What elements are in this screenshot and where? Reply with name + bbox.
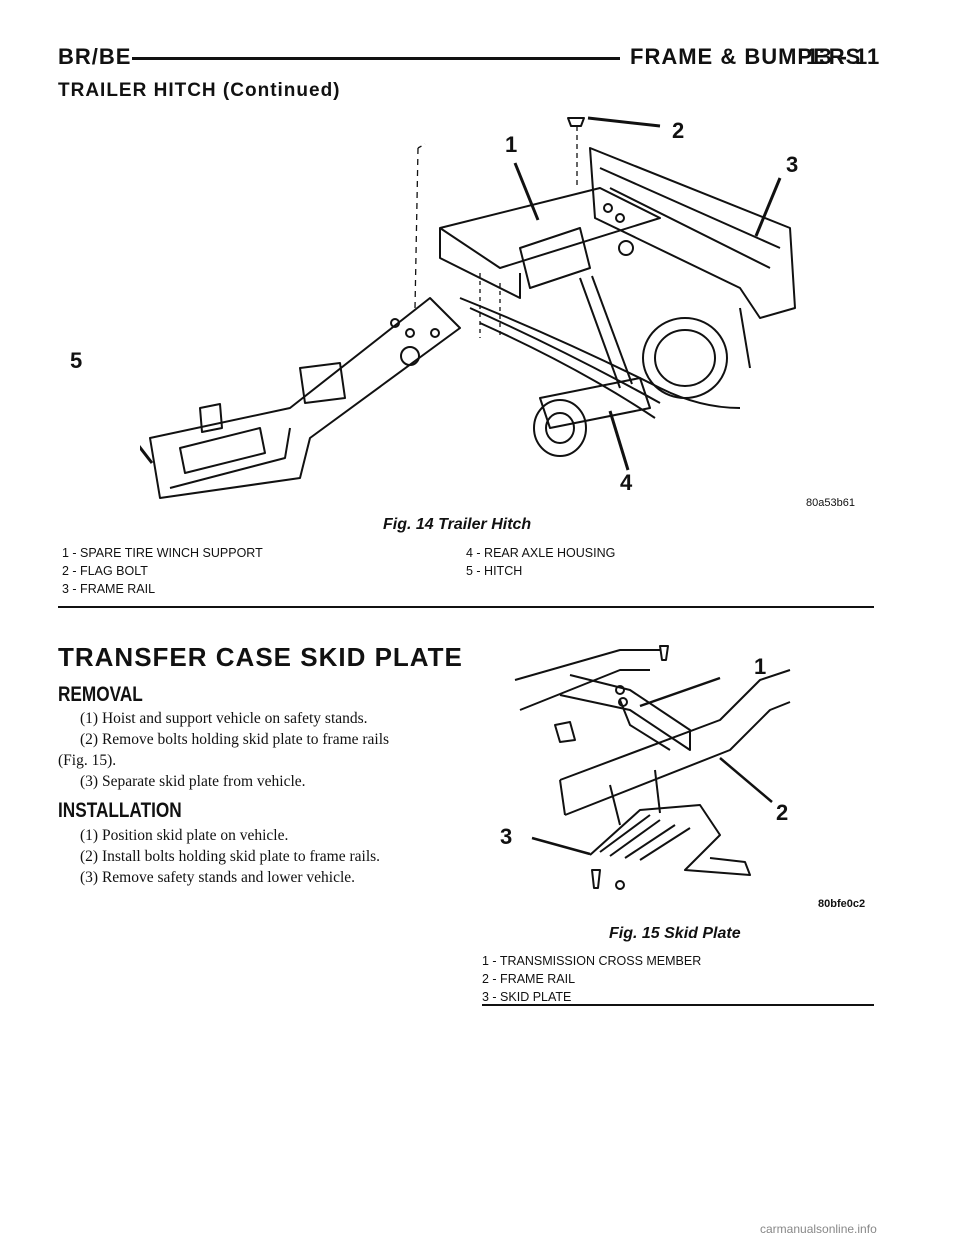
header-section: FRAME & BUMPERS [630,44,862,69]
installation-heading: INSTALLATION [58,799,182,822]
fig15-code: 80bfe0c2 [818,898,866,910]
installation-step: (3) Remove safety stands and lower vehic… [80,869,356,886]
fig15-caption: Fig. 15 Skid Plate [609,925,741,942]
fig14-code: 80a53b61 [806,497,855,509]
removal-heading: REMOVAL [58,683,143,706]
removal-steps: (1) Hoist and support vehicle on safety … [58,708,458,792]
fig15-legend-item: 2 - FRAME RAIL [482,972,576,986]
fig15-callout-1: 1 [754,654,767,679]
fig14-legend-item: 1 - SPARE TIRE WINCH SUPPORT [62,546,263,560]
fig14-divider [58,606,874,608]
fig14-callout-1: 1 [505,132,518,157]
removal-step: (3) Separate skid plate from vehicle. [80,773,306,790]
fig14-callout-3: 3 [786,152,799,177]
trailer-hitch-illustration [140,116,796,499]
fig14-callout-2: 2 [672,118,685,143]
fig14-legend-right: 4 - REAR AXLE HOUSING 5 - HITCH [466,544,615,580]
header-rule [132,57,620,60]
fig15-callout-3: 3 [500,824,513,849]
fig14-legend-item: 3 - FRAME RAIL [62,582,156,596]
fig15-legend-item: 1 - TRANSMISSION CROSS MEMBER [482,954,702,968]
removal-step: (1) Hoist and support vehicle on safety … [80,710,368,727]
installation-step: (1) Position skid plate on vehicle. [80,827,289,844]
fig15-legend-item: 3 - SKID PLATE [482,990,572,1004]
removal-step: (2) Remove bolts holding skid plate to f… [80,731,390,748]
fig14-legend-item: 4 - REAR AXLE HOUSING [466,546,616,560]
fig15-divider [482,1004,874,1006]
fig14-legend-left: 1 - SPARE TIRE WINCH SUPPORT 2 - FLAG BO… [62,544,263,598]
watermark: carmanualsonline.info [760,1222,877,1236]
fig14-caption: Fig. 14 Trailer Hitch [383,516,532,533]
removal-step: (Fig. 15). [58,752,117,769]
fig14-callout-5: 5 [70,348,83,373]
skid-plate-illustration [514,645,791,890]
fig15-legend: 1 - TRANSMISSION CROSS MEMBER 2 - FRAME … [482,952,701,1006]
continued-title: TRAILER HITCH (Continued) [58,80,341,101]
fig14-callout-4: 4 [620,470,633,495]
fig15-callout-2: 2 [776,800,789,825]
installation-steps: (1) Position skid plate on vehicle. (2) … [58,825,458,888]
header-page-number: 13 - 11 [806,44,881,69]
installation-step: (2) Install bolts holding skid plate to … [80,848,381,865]
fig14-legend-item: 5 - HITCH [466,564,523,578]
section-title: TRANSFER CASE SKID PLATE [58,642,463,672]
header-model: BR/BE [58,44,132,69]
fig14-legend-item: 2 - FLAG BOLT [62,564,148,578]
